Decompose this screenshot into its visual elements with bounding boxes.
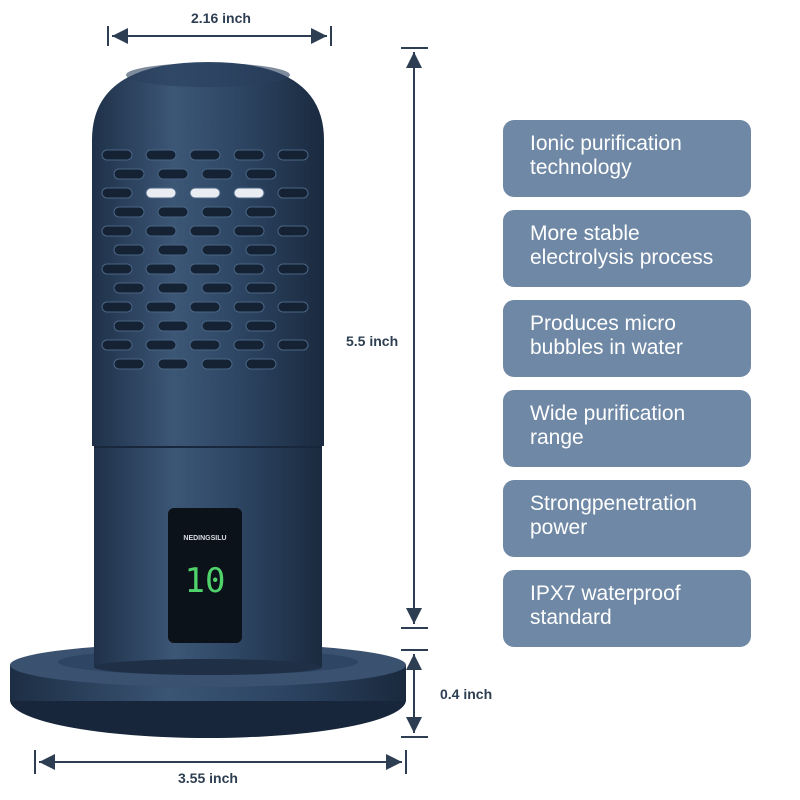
vent-slot	[189, 339, 221, 351]
vent-slot	[201, 282, 233, 294]
feature-line: Produces micro	[530, 312, 676, 335]
vent-slot	[277, 149, 309, 161]
vent-slot	[157, 244, 189, 256]
vent-slot	[245, 206, 277, 218]
feature-card-micro-bubbles: Produces micro bubbles in water	[503, 300, 751, 377]
vent-slot	[201, 206, 233, 218]
vent-slot	[145, 149, 177, 161]
vent-slot	[145, 339, 177, 351]
vent-slot	[113, 282, 145, 294]
dimension-height	[401, 47, 428, 629]
vent-slot	[157, 168, 189, 180]
vent-slot	[113, 206, 145, 218]
vent-slot	[233, 263, 265, 275]
feature-line: standard	[530, 606, 612, 629]
feature-card-penetration: Strongpenetration power	[503, 480, 751, 557]
brand-label: NEDINGSILU	[183, 535, 226, 542]
vent-slot	[157, 320, 189, 332]
vent-slot	[101, 263, 133, 275]
vent-grille	[101, 149, 309, 370]
vent-slot	[245, 168, 277, 180]
vent-slot	[101, 301, 133, 313]
vent-slot	[113, 244, 145, 256]
vent-slot	[277, 339, 309, 351]
feature-card-waterproof: IPX7 waterproof standard	[503, 570, 751, 647]
feature-line: Ionic purification	[530, 132, 682, 155]
vent-slot	[277, 225, 309, 237]
vent-slot	[233, 149, 265, 161]
vent-slot	[145, 225, 177, 237]
feature-line: electrolysis process	[530, 246, 714, 269]
dimension-base-width	[34, 750, 407, 774]
vent-slot	[189, 149, 221, 161]
feature-line: More stable	[530, 222, 640, 245]
vent-slot	[113, 320, 145, 332]
base-height-label: 0.4 inch	[440, 686, 493, 702]
vent-slot	[101, 225, 133, 237]
display-panel: NEDINGSILU 10	[168, 508, 242, 643]
vent-slot	[189, 263, 221, 275]
feature-line: IPX7 waterproof	[530, 582, 681, 605]
vent-slot	[101, 187, 133, 199]
vent-slot	[233, 339, 265, 351]
vent-slot	[201, 358, 233, 370]
vent-slot	[189, 187, 221, 199]
vent-slot	[157, 358, 189, 370]
vent-slot	[113, 358, 145, 370]
vent-slot	[245, 358, 277, 370]
feature-line: Wide purification	[530, 402, 686, 425]
vent-slot	[145, 263, 177, 275]
vent-slot	[157, 206, 189, 218]
vent-slot	[189, 301, 221, 313]
feature-line: bubbles in water	[530, 336, 683, 359]
vent-slot	[189, 225, 221, 237]
feature-line: Strongpenetration	[530, 492, 697, 515]
vent-slot	[245, 282, 277, 294]
dimension-base-height	[401, 649, 428, 738]
vent-slot	[157, 282, 189, 294]
base-width-label: 3.55 inch	[178, 770, 238, 786]
vent-slot	[233, 301, 265, 313]
vent-slot	[245, 320, 277, 332]
vent-slot	[101, 149, 133, 161]
feature-card-range: Wide purification range	[503, 390, 751, 467]
vent-slot	[277, 263, 309, 275]
vent-slot	[233, 187, 265, 199]
vent-slot	[101, 339, 133, 351]
feature-card-ionic: Ionic purification technology	[503, 120, 751, 197]
vent-slot	[201, 168, 233, 180]
feature-card-electrolysis: More stable electrolysis process	[503, 210, 751, 287]
vent-slot	[245, 244, 277, 256]
vent-slot	[277, 187, 309, 199]
height-label: 5.5 inch	[346, 333, 399, 349]
feature-line: range	[530, 426, 584, 449]
vent-slot	[201, 320, 233, 332]
feature-line: power	[530, 516, 588, 539]
vent-slot	[145, 301, 177, 313]
vent-slot	[277, 301, 309, 313]
top-width-label: 2.16 inch	[191, 10, 251, 26]
feature-line: technology	[530, 156, 632, 179]
vent-slot	[145, 187, 177, 199]
display-readout: 10	[185, 561, 226, 601]
vent-slot	[113, 168, 145, 180]
vent-slot	[201, 244, 233, 256]
vent-slot	[233, 225, 265, 237]
dimension-top-width	[107, 26, 332, 46]
